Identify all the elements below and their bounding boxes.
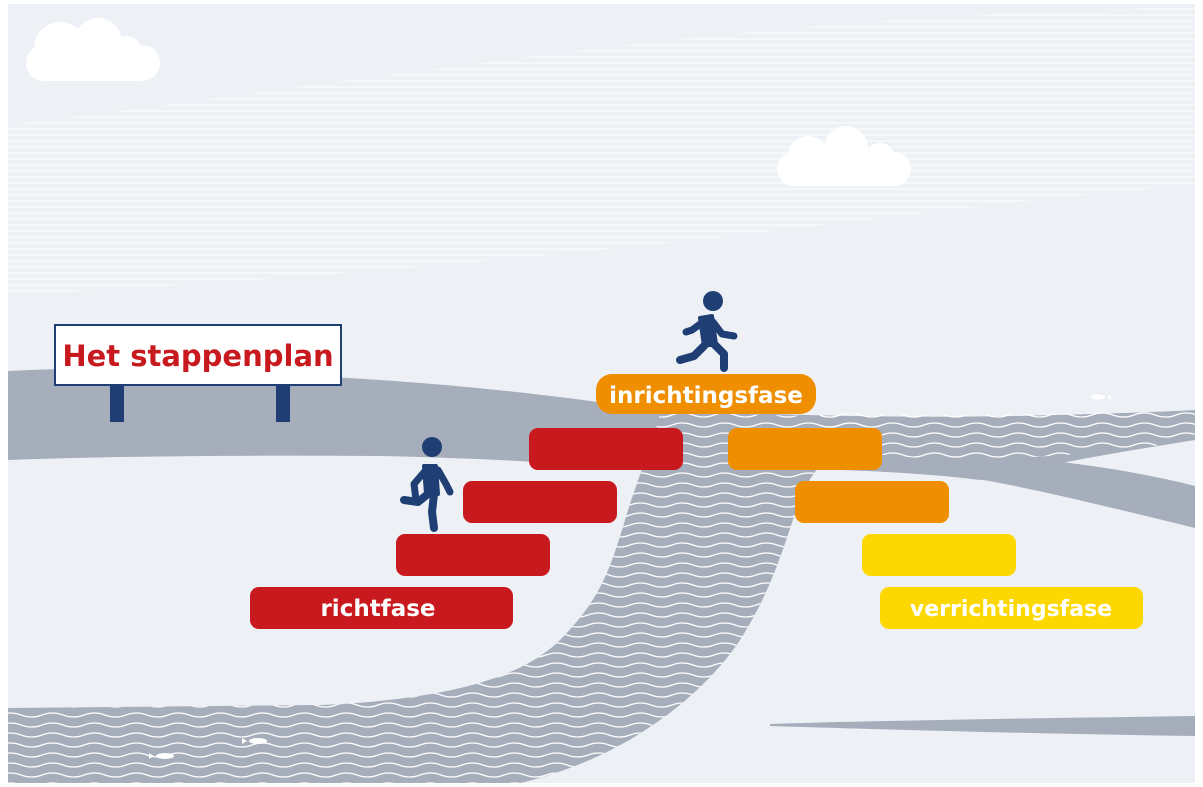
fish-icon bbox=[242, 738, 267, 744]
sign-post-right bbox=[276, 382, 290, 422]
step-orange-1 bbox=[728, 428, 882, 470]
river-upper-left bbox=[8, 368, 640, 470]
step-yellow-2 bbox=[880, 587, 1143, 629]
phase-label-inrichtingsfase: inrichtingsfase bbox=[609, 383, 803, 409]
walking-person-icon bbox=[400, 437, 454, 532]
phase-label-richtfase: richtfase bbox=[320, 596, 435, 622]
fish-icon bbox=[1091, 394, 1111, 400]
cloud-icon bbox=[26, 18, 160, 81]
river-upper-waves bbox=[820, 410, 1195, 460]
cloud-icon bbox=[777, 126, 911, 186]
sign-panel bbox=[54, 324, 342, 386]
step-orange-2 bbox=[795, 481, 949, 523]
river-right-descending bbox=[880, 452, 1195, 528]
phase-label-verrichtingsfase: verrichtingsfase bbox=[910, 597, 1112, 622]
step-red-1 bbox=[250, 587, 513, 629]
river-bottom-right bbox=[770, 716, 1195, 736]
step-red-4 bbox=[529, 428, 683, 470]
signboard: Het stappenplan bbox=[54, 324, 342, 422]
step-red-3 bbox=[463, 481, 617, 523]
phase-pill-inrichtingsfase bbox=[596, 374, 816, 414]
sign-title: Het stappenplan bbox=[62, 339, 333, 373]
step-red-2 bbox=[396, 534, 550, 576]
running-person-icon bbox=[676, 291, 738, 372]
sky-stripes bbox=[8, 8, 1195, 295]
sign-post-left bbox=[110, 382, 124, 422]
river-channel-waves bbox=[8, 412, 880, 783]
fish-icon bbox=[149, 753, 174, 759]
step-yellow-1 bbox=[862, 534, 1016, 576]
